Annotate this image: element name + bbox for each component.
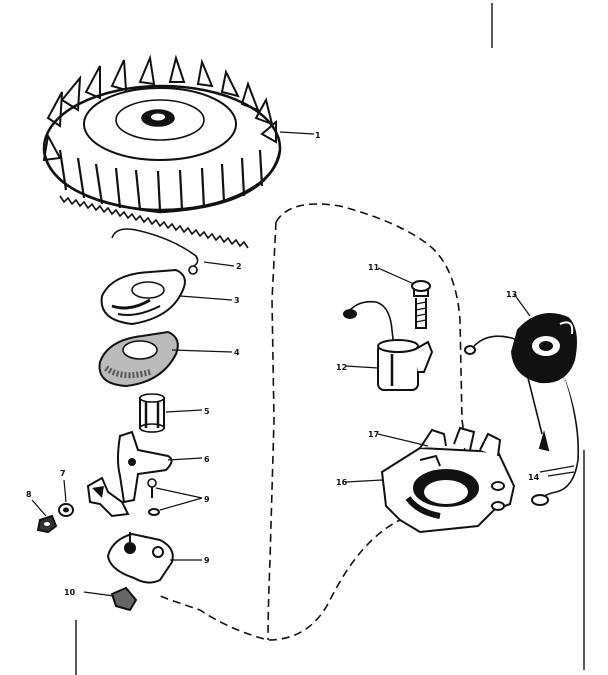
breaker-housing-part (380, 426, 516, 534)
plate-part (100, 268, 186, 326)
nut-part (36, 514, 58, 534)
assembly-boundary-dashed-left (267, 221, 277, 641)
condenser-part (343, 300, 434, 391)
bracket-part (117, 430, 173, 504)
callout-16: 16 (336, 478, 348, 487)
assembly-boundary-dashed (159, 203, 466, 641)
flywheel-part (42, 54, 282, 249)
felt-block-part (110, 586, 138, 612)
callout-2: 2 (236, 262, 242, 271)
callout-1: 1 (315, 131, 321, 140)
screws-part (147, 478, 160, 516)
gasket-part (98, 330, 179, 388)
callout-4: 4 (234, 348, 240, 357)
callout-8: 8 (26, 490, 32, 499)
callout-labels: 1 2 3 4 5 6 7 8 9 9 10 11 12 13 14 16 17 (26, 131, 540, 597)
breaker-arm-part (86, 476, 130, 518)
callout-11: 11 (368, 263, 380, 272)
callout-9: 9 (204, 495, 210, 504)
bushing-part (139, 393, 165, 433)
scan-edge-marks (75, 3, 585, 675)
callout-7: 7 (60, 469, 66, 478)
callout-9-lower: 9 (204, 556, 210, 565)
ignition-coil-part (464, 313, 580, 506)
callout-10: 10 (64, 588, 76, 597)
callout-14: 14 (528, 473, 540, 482)
callout-3: 3 (234, 296, 240, 305)
leader-lines (31, 131, 575, 597)
callout-5: 5 (204, 407, 210, 416)
screw-part (411, 280, 431, 329)
base-plate-part (106, 532, 174, 584)
callout-12: 12 (336, 363, 347, 372)
callout-6: 6 (204, 455, 210, 464)
washer-part (58, 503, 74, 517)
spring-clip-part (111, 228, 199, 275)
callout-17: 17 (368, 430, 379, 439)
callout-13: 13 (506, 290, 517, 299)
